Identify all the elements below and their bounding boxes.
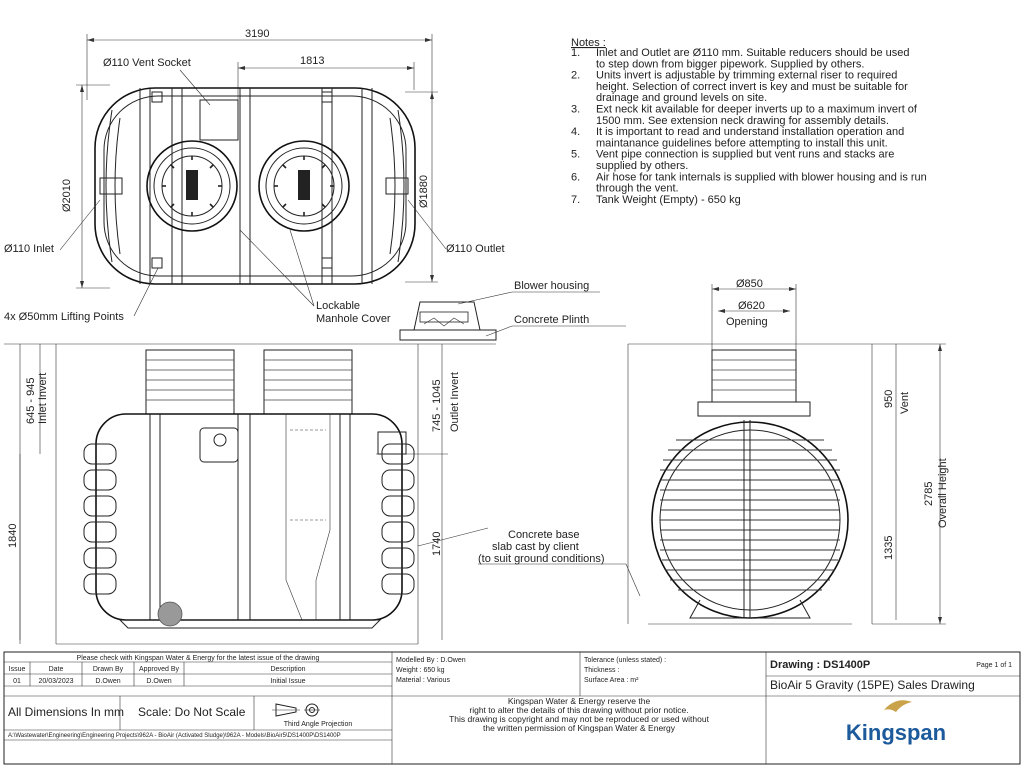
notes-block: Notes : 1. Inlet and Outlet are Ø110 mm. … <box>571 37 927 206</box>
note-number: 2. <box>571 70 580 82</box>
callout-concrete-base-3: (to suit ground conditions) <box>478 553 605 565</box>
note-line: Units invert is adjustable by trimming e… <box>596 70 897 82</box>
dim-width-1880: Ø1880 <box>418 175 430 208</box>
all-dimensions: All Dimensions In mm <box>8 705 124 719</box>
callout-outlet: Ø110 Outlet <box>446 243 505 255</box>
modelled-by: Modelled By : D.Owen <box>396 657 466 664</box>
page-number: Page 1 of 1 <box>976 662 1012 669</box>
kingspan-logo: Kingspan <box>846 700 946 745</box>
dim-height-1840: 1840 <box>7 524 19 548</box>
scale-note: Scale: Do Not Scale <box>138 705 246 719</box>
row-approved-by: D.Owen <box>146 678 171 685</box>
check-notice: Please check with Kingspan Water & Energ… <box>77 655 320 662</box>
projection-label: Third Angle Projection <box>284 721 353 728</box>
weight: Weight : 650 kg <box>396 667 445 674</box>
callout-manhole-cover-2: Manhole Cover <box>316 313 391 325</box>
header-date: Date <box>49 666 64 673</box>
note-line: Vent pipe connection is supplied but ven… <box>596 149 894 161</box>
dim-overall-height-label: Overall Height <box>937 458 949 528</box>
material: Material : Various <box>396 677 450 684</box>
file-path: A:\Wastewater\Engineering\Engineering Pr… <box>8 733 341 739</box>
header-drawn-by: Drawn By <box>93 666 124 673</box>
dim-vent-label: Vent <box>899 392 911 414</box>
dim-opening-label: Opening <box>726 316 768 328</box>
note-line: Ext neck kit available for deeper invert… <box>596 104 918 116</box>
rights-line-4: the written permission of Kingspan Water… <box>483 723 676 733</box>
callout-blower-housing: Blower housing <box>514 280 589 292</box>
dim-width-2010: Ø2010 <box>61 179 73 212</box>
dim-overall-length: 3190 <box>245 28 269 40</box>
header-description: Description <box>270 666 305 673</box>
dim-height-1740: 1740 <box>431 532 443 556</box>
row-description: Initial Issue <box>270 678 305 685</box>
header-issue: Issue <box>9 666 26 673</box>
note-line: drainage and ground levels on site. <box>596 92 767 104</box>
row-date: 20/03/2023 <box>38 678 73 685</box>
note-line: to step down from bigger pipework. Suppl… <box>596 58 864 70</box>
drawing-number: Drawing : DS1400P <box>770 659 870 671</box>
callout-concrete-base-2: slab cast by client <box>492 541 579 553</box>
note-number: 5. <box>571 149 580 161</box>
notes-heading: Notes : <box>571 37 606 49</box>
plan-view: 3190 1813 Ø110 Vent Socket Ø2010 Ø1880 <box>4 28 505 325</box>
dim-vent-to-outlet: 1813 <box>300 55 324 67</box>
dim-vent-950: 950 <box>883 390 895 408</box>
note-line: through the vent. <box>596 183 679 195</box>
side-elevation: 645 - 945 Inlet Invert 1840 745 - 1045 O… <box>4 343 496 645</box>
dim-outlet-invert: 745 - 1045 <box>431 379 443 432</box>
note-line: Tank Weight (Empty) - 650 kg <box>596 194 741 206</box>
dim-opening-620: Ø620 <box>738 300 765 312</box>
third-angle-projection-icon <box>272 703 320 717</box>
callout-lifting-points: 4x Ø50mm Lifting Points <box>4 311 124 323</box>
row-issue: 01 <box>13 678 21 685</box>
header-approved-by: Approved By <box>139 666 180 673</box>
callout-vent-socket: Ø110 Vent Socket <box>103 57 191 69</box>
note-number: 4. <box>571 126 580 138</box>
manhole-cover-left <box>146 140 238 232</box>
surface-area: Surface Area : m² <box>584 677 639 684</box>
note-line: supplied by others. <box>596 160 688 172</box>
blower-housing: Blower housing Concrete Plinth <box>399 280 626 341</box>
brand-name: Kingspan <box>846 720 946 745</box>
callout-concrete-base-1: Concrete base <box>508 529 580 541</box>
note-number: 7. <box>571 194 580 206</box>
dim-height-1335: 1335 <box>883 536 895 560</box>
note-line: maintanance guidelines before attempting… <box>596 137 888 149</box>
note-number: 1. <box>571 47 580 59</box>
manhole-cover-right <box>258 140 350 232</box>
rights-line-2: right to alter the details of this drawi… <box>469 705 688 715</box>
note-line: It is important to read and understand i… <box>596 126 904 138</box>
rights-line-3: This drawing is copyright and may not be… <box>449 714 710 724</box>
end-elevation: Ø850 Ø620 Opening 950 <box>627 278 949 625</box>
dim-outlet-invert-label: Outlet Invert <box>449 372 461 432</box>
callout-concrete-plinth: Concrete Plinth <box>514 314 589 326</box>
note-number: 6. <box>571 171 580 183</box>
thickness: Thickness : <box>584 667 619 674</box>
dim-inlet-invert-label: Inlet Invert <box>37 373 49 424</box>
concrete-base-callout: Concrete base slab cast by client (to su… <box>417 527 641 597</box>
note-number: 3. <box>571 104 580 116</box>
dim-neck-850: Ø850 <box>736 278 763 290</box>
callout-manhole-cover-1: Lockable <box>316 300 360 312</box>
dim-inlet-invert: 645 - 945 <box>25 378 37 424</box>
note-line: Air hose for tank internals is supplied … <box>596 171 927 183</box>
row-drawn-by: D.Owen <box>95 678 120 685</box>
note-line: Inlet and Outlet are Ø110 mm. Suitable r… <box>596 47 909 59</box>
drawing-title: BioAir 5 Gravity (15PE) Sales Drawing <box>770 678 975 692</box>
title-block: Please check with Kingspan Water & Energ… <box>3 651 1021 765</box>
note-line: height. Selection of correct invert is k… <box>596 81 908 93</box>
callout-inlet: Ø110 Inlet <box>4 243 54 255</box>
note-line: 1500 mm. See extension neck drawing for … <box>596 115 889 127</box>
rights-line-1: Kingspan Water & Energy reserve the <box>508 696 651 706</box>
dim-overall-2785: 2785 <box>923 482 935 506</box>
tolerance: Tolerance (unless stated) : <box>584 657 666 664</box>
